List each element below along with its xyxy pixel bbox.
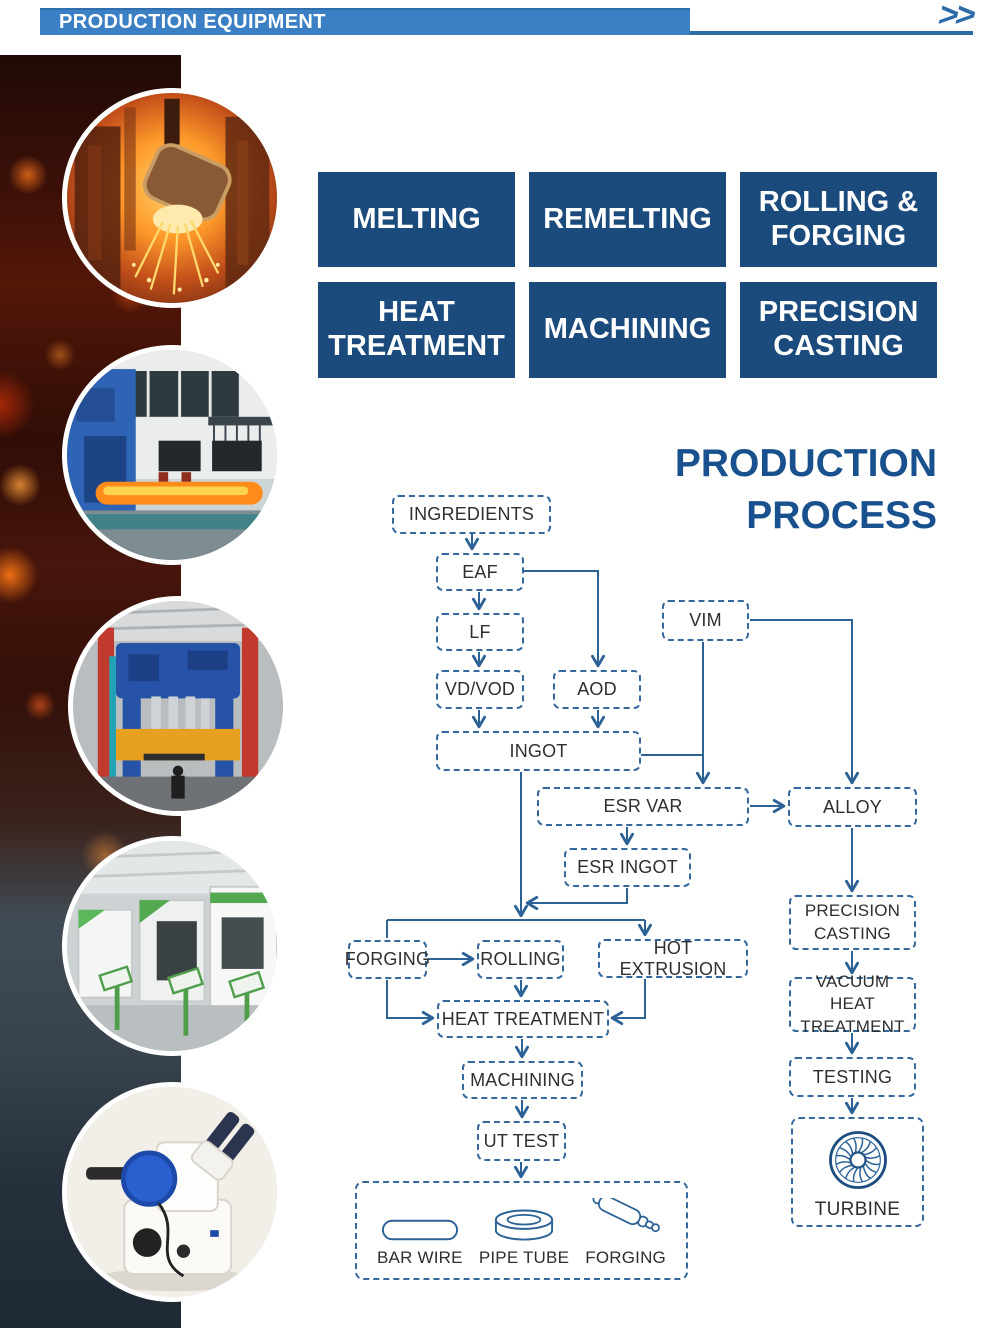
process-title-line1: PRODUCTION (674, 442, 937, 485)
category-remelting: REMELTING (529, 172, 726, 267)
cnc-machining-photo (62, 836, 282, 1056)
flow-node-eaf: EAF (436, 553, 524, 591)
flow-node-hot-extrusion: HOT EXTRUSION (598, 938, 748, 979)
category-precision-casting: PRECISION CASTING (740, 282, 937, 378)
flow-node-rolling: ROLLING (477, 940, 564, 979)
turbine-icon (828, 1131, 887, 1189)
flow-node-aod: AOD (553, 670, 641, 709)
flow-node-heat-treatment: HEAT TREATMENT (437, 1000, 609, 1038)
page-title: PRODUCTION EQUIPMENT (59, 11, 326, 33)
flow-node-precision-casting: PRECISION CASTING (789, 895, 916, 950)
category-machining: MACHINING (529, 282, 726, 378)
flow-node-ingredients: INGREDIENTS (392, 495, 551, 534)
process-title-line2: PROCESS (746, 493, 937, 537)
forging-icon (590, 1196, 662, 1242)
product-pipe-tube: PIPE TUBE (479, 1196, 569, 1268)
equipment-category-grid: MELTING REMELTING ROLLING & FORGING HEAT… (318, 172, 937, 378)
flow-node-alloy: ALLOY (788, 787, 917, 827)
header-banner: PRODUCTION EQUIPMENT (40, 8, 690, 35)
process-title: PRODUCTION PROCESS (675, 438, 937, 542)
flow-node-esr-ingot: ESR INGOT (564, 848, 691, 887)
product-label: FORGING (585, 1248, 666, 1267)
category-heat-treatment: HEAT TREATMENT (318, 282, 515, 378)
flow-node-forging: FORGING (345, 940, 430, 979)
product-label: PIPE TUBE (478, 1248, 570, 1267)
flow-node-vd-vod: VD/VOD (436, 670, 524, 709)
category-melting: MELTING (318, 172, 515, 267)
flow-node-vacuum-heat-treatment: VACUUM HEAT TREATMENT (789, 972, 916, 1036)
final-products-box: BAR WIRE PIPE TUBE (355, 1181, 688, 1280)
product-bar-wire: BAR WIRE (377, 1196, 463, 1268)
melting-furnace-photo (62, 88, 282, 308)
flow-node-turbine-label: TURBINE (814, 1199, 901, 1220)
flow-node-esr-var: ESR VAR (537, 787, 749, 826)
flow-node-testing: TESTING (789, 1057, 916, 1097)
product-label: BAR WIRE (377, 1248, 463, 1267)
flow-node-machining: MACHINING (462, 1061, 583, 1099)
bar-wire-icon (381, 1196, 459, 1242)
product-forging: FORGING (585, 1196, 666, 1268)
flow-node-ut-test: UT TEST (477, 1121, 566, 1161)
category-rolling-forging: ROLLING & FORGING (740, 172, 937, 267)
rolling-mill-photo (62, 345, 282, 565)
flow-node-vim: VIM (662, 600, 749, 641)
flow-node-ingot: INGOT (436, 731, 641, 771)
double-chevron-icon: >> (935, 0, 978, 34)
pipe-tube-icon (493, 1196, 555, 1242)
forging-press-photo (68, 596, 288, 816)
microscope-photo (62, 1082, 282, 1302)
flow-node-turbine-box: TURBINE (791, 1117, 924, 1227)
flow-node-lf: LF (436, 613, 524, 651)
